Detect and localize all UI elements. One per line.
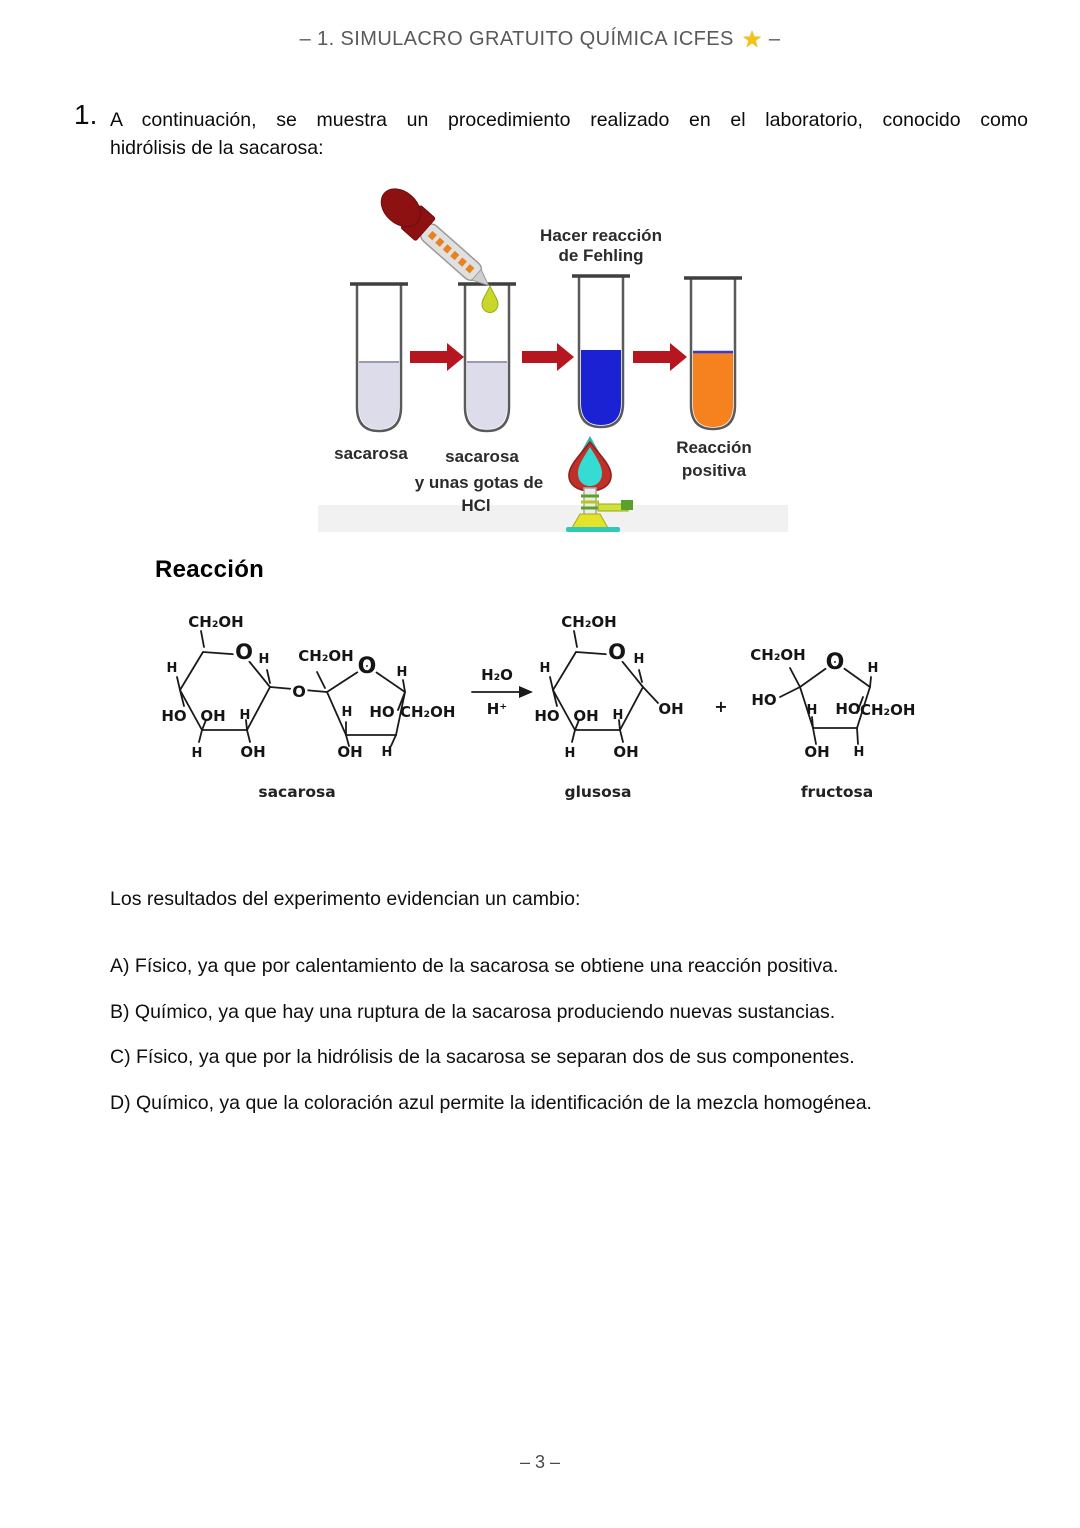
svg-text:HO: HO — [369, 703, 394, 721]
svg-text:OH: OH — [573, 707, 598, 725]
fehling-note-line2: de Fehling — [559, 246, 644, 265]
fructose-structure: CH₂OH O HO H H HO CH₂OH OH H fructosa — [750, 646, 915, 801]
svg-text:H: H — [634, 652, 645, 667]
svg-text:CH₂OH: CH₂OH — [298, 647, 353, 665]
svg-text:OH: OH — [804, 743, 829, 761]
svg-text:O: O — [826, 650, 845, 675]
lab-procedure-diagram: Hacer reacción de Fehling sacarosa sacar… — [318, 188, 788, 532]
results-intro-text: Los resultados del experimento evidencia… — [110, 888, 581, 910]
test-tube-4 — [684, 276, 742, 431]
answer-option-b: B) Químico, ya que hay una ruptura de la… — [110, 1000, 836, 1023]
question-text-line2: hidrólisis de la sacarosa: — [110, 136, 324, 159]
svg-text:HO: HO — [835, 700, 860, 718]
dropper-icon — [380, 188, 490, 287]
condition-h-plus: H⁺ — [487, 700, 507, 718]
svg-text:H: H — [565, 746, 576, 761]
svg-text:CH₂OH: CH₂OH — [188, 613, 243, 631]
test-tube-1 — [350, 282, 408, 433]
glucose-name: glusosa — [564, 783, 631, 801]
svg-text:OH: OH — [240, 743, 265, 761]
svg-text:H: H — [342, 705, 353, 720]
glucose-structure: CH₂OH O H OH H HO OH H H OH glusosa — [534, 613, 683, 801]
tube2-label-line1: sacarosa — [445, 447, 519, 466]
question-text-line1: A continuación, se muestra un procedimie… — [110, 109, 1028, 131]
svg-text:CH₂OH: CH₂OH — [860, 701, 915, 719]
header-suffix: – — [768, 28, 781, 50]
svg-text:H: H — [167, 661, 178, 676]
answer-option-d: D) Químico, ya que la coloración azul pe… — [110, 1091, 872, 1114]
svg-text:H: H — [397, 665, 408, 680]
question-text: A continuación, se muestra un procedimie… — [110, 107, 1028, 162]
svg-text:H: H — [613, 708, 624, 723]
svg-text:CH₂OH: CH₂OH — [750, 646, 805, 664]
svg-text:O: O — [358, 654, 377, 679]
svg-text:H: H — [807, 703, 818, 718]
fructose-name: fructosa — [801, 783, 873, 801]
header-title: – 1. SIMULACRO GRATUITO QUÍMICA ICFES — [299, 28, 734, 50]
svg-text:H: H — [192, 746, 203, 761]
answer-option-c: C) Físico, ya que por la hidrólisis de l… — [110, 1046, 855, 1068]
sucrose-name: sacarosa — [258, 783, 335, 801]
arrow-right-icon-2 — [522, 343, 574, 371]
svg-text:H: H — [382, 745, 393, 760]
svg-text:OH: OH — [200, 707, 225, 725]
star-icon: ★ — [741, 26, 763, 52]
svg-text:H: H — [854, 745, 865, 760]
acid-drop-icon — [481, 284, 499, 313]
test-tube-3 — [572, 274, 630, 429]
svg-text:CH₂OH: CH₂OH — [561, 613, 616, 631]
reaction-scheme: CH₂OH O H O H HO OH H H OH CH₂OH O H H H… — [161, 613, 915, 801]
svg-text:OH: OH — [337, 743, 362, 761]
tube2-label-line2: y unas gotas de — [415, 473, 543, 492]
svg-text:O: O — [292, 682, 306, 701]
svg-text:CH₂OH: CH₂OH — [400, 703, 455, 721]
svg-text:O: O — [235, 640, 253, 664]
result-label-line2: positiva — [682, 461, 747, 480]
condition-h2o: H₂O — [481, 666, 513, 684]
reaction-heading: Reacción — [155, 556, 265, 583]
tube2-label-line3: HCl — [461, 496, 490, 515]
answer-option-a: A) Físico, ya que por calentamiento de l… — [110, 955, 839, 977]
svg-text:HO: HO — [161, 707, 186, 725]
arrow-right-icon-1 — [410, 343, 464, 371]
svg-text:HO: HO — [534, 707, 559, 725]
sucrose-structure: CH₂OH O H O H HO OH H H OH CH₂OH O H H H… — [161, 613, 455, 801]
svg-text:H: H — [240, 708, 251, 723]
tube1-label: sacarosa — [334, 444, 408, 463]
svg-text:H: H — [868, 661, 879, 676]
svg-text:O: O — [608, 640, 626, 664]
reaction-arrow: H₂O H⁺ — [471, 666, 533, 718]
svg-text:OH: OH — [613, 743, 638, 761]
svg-text:H: H — [540, 661, 551, 676]
result-label-line1: Reacción — [676, 438, 752, 457]
bunsen-burner-icon — [566, 436, 633, 532]
fehling-note-line1: Hacer reacción — [540, 226, 662, 245]
diagram-background-band — [318, 505, 788, 532]
page-header: – 1. SIMULACRO GRATUITO QUÍMICA ICFES ★– — [0, 26, 1080, 53]
arrow-right-icon-3 — [633, 343, 687, 371]
question-number: 1. — [74, 99, 98, 130]
svg-text:HO: HO — [751, 691, 776, 709]
svg-text:H: H — [259, 652, 270, 667]
plus-sign: + — [714, 697, 727, 716]
svg-text:OH: OH — [658, 700, 683, 718]
answer-options: A) Físico, ya que por calentamiento de l… — [110, 952, 1040, 1134]
page-number: – 3 – — [519, 1452, 561, 1472]
